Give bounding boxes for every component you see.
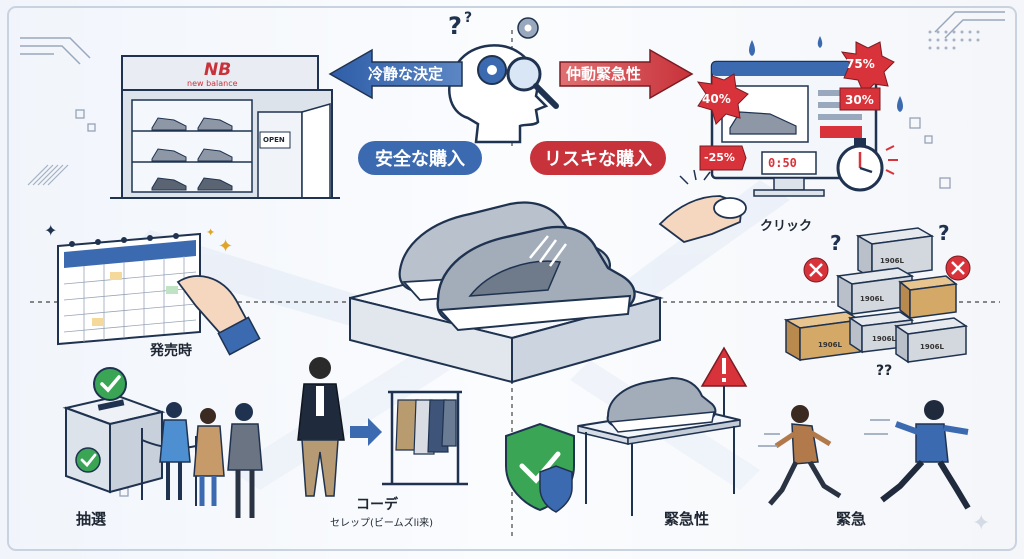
question-mark-icon: ? xyxy=(448,12,462,40)
shoe-box-pile: ? ? xyxy=(783,221,971,364)
store-brand-logo: NB xyxy=(204,60,232,80)
question-mark-icon: ? xyxy=(464,10,472,26)
person xyxy=(227,403,263,518)
sale-tag-25 xyxy=(699,145,747,171)
gear-icon xyxy=(517,17,539,39)
countdown-timer: 0:50 xyxy=(768,156,797,170)
box-tag: 1906L xyxy=(920,343,944,351)
corner-decor-tl xyxy=(20,37,91,65)
sparkle-icon: ✦ xyxy=(44,221,57,240)
discount-30: 30% xyxy=(845,93,874,107)
sparkle-icon: ✦ xyxy=(206,226,215,239)
coordinate-label: コーデ xyxy=(356,497,398,513)
celebrity-label: セレップ(ビームズli来) xyxy=(330,518,434,529)
urgency-arrow-label: 仲動緊急性 xyxy=(566,65,642,83)
question-mark-icon: ? xyxy=(830,231,842,255)
sweat-drops xyxy=(749,36,903,112)
celebrity-person xyxy=(297,357,345,497)
store-building xyxy=(110,55,340,199)
shelf-shoe xyxy=(151,117,233,191)
check-circle-icon xyxy=(93,367,127,401)
discount-25: -25% xyxy=(704,151,735,164)
sneaker-front xyxy=(436,225,636,332)
speed-lines xyxy=(758,419,890,447)
clicking-hand xyxy=(658,169,747,243)
shoe-box xyxy=(893,317,969,364)
shoe-box xyxy=(835,267,915,316)
dot-grid-tr xyxy=(928,30,980,50)
clothing-rack xyxy=(382,390,468,486)
calm-decision-label: 冷静な決定 xyxy=(368,65,444,83)
sparkle-icon: ✦ xyxy=(972,511,990,536)
x-mark-icon xyxy=(945,255,971,281)
urgency-arrow xyxy=(559,48,694,100)
store-brand-name: new balance xyxy=(187,79,238,88)
door-open-sign: OPEN xyxy=(263,136,285,144)
gear-icon xyxy=(477,55,507,85)
box-tag: 1906L xyxy=(872,335,896,343)
arrow-right-icon xyxy=(350,418,382,446)
box-tag: 1906L xyxy=(860,295,884,303)
shoe-box xyxy=(783,311,863,362)
sale-tag-30 xyxy=(839,87,881,111)
lottery-ballot-box xyxy=(62,367,166,494)
magnifier-icon xyxy=(506,56,559,109)
person xyxy=(193,408,225,506)
risky-purchase-pill: リスキな購入 xyxy=(530,141,666,175)
shoe-box xyxy=(898,275,958,320)
person xyxy=(159,402,191,500)
calm-decision-arrow xyxy=(328,48,463,100)
queue-people xyxy=(159,402,263,518)
running-man xyxy=(880,400,971,510)
lottery-label: 抽選 xyxy=(76,510,107,528)
box-question-label: ?? xyxy=(876,363,893,379)
warning-icon xyxy=(700,346,748,418)
safe-purchase-pill: 安全な購入 xyxy=(358,141,482,175)
stopwatch-icon xyxy=(836,138,898,192)
sale-burst-40 xyxy=(696,73,749,125)
release-label: 発売時 xyxy=(150,343,192,359)
discount-75: 75% xyxy=(846,57,875,71)
release-calendar: ✦ ✦ ✦ xyxy=(44,221,261,356)
stripe-pattern-left xyxy=(27,164,69,186)
question-mark-icon: ? xyxy=(938,221,950,245)
sale-burst-75 xyxy=(840,41,895,95)
click-label: クリック xyxy=(760,219,813,234)
shield-check-icon xyxy=(505,422,575,513)
urgency-label: 緊急性 xyxy=(664,510,710,528)
x-mark-icon xyxy=(803,257,829,283)
check-circle-icon xyxy=(75,447,101,473)
corner-decor-tr xyxy=(934,11,1005,39)
sparkle-icon: ✦ xyxy=(218,236,233,257)
running-woman xyxy=(768,405,842,506)
computer-monitor xyxy=(710,60,878,197)
thinking-head: ? ? xyxy=(448,10,559,144)
discount-40: 40% xyxy=(702,92,731,106)
table-sneaker xyxy=(606,376,717,433)
box-tag: 1906L xyxy=(818,341,842,349)
emergency-label: 緊急 xyxy=(836,510,867,528)
box-tag: 1906L xyxy=(880,257,904,265)
